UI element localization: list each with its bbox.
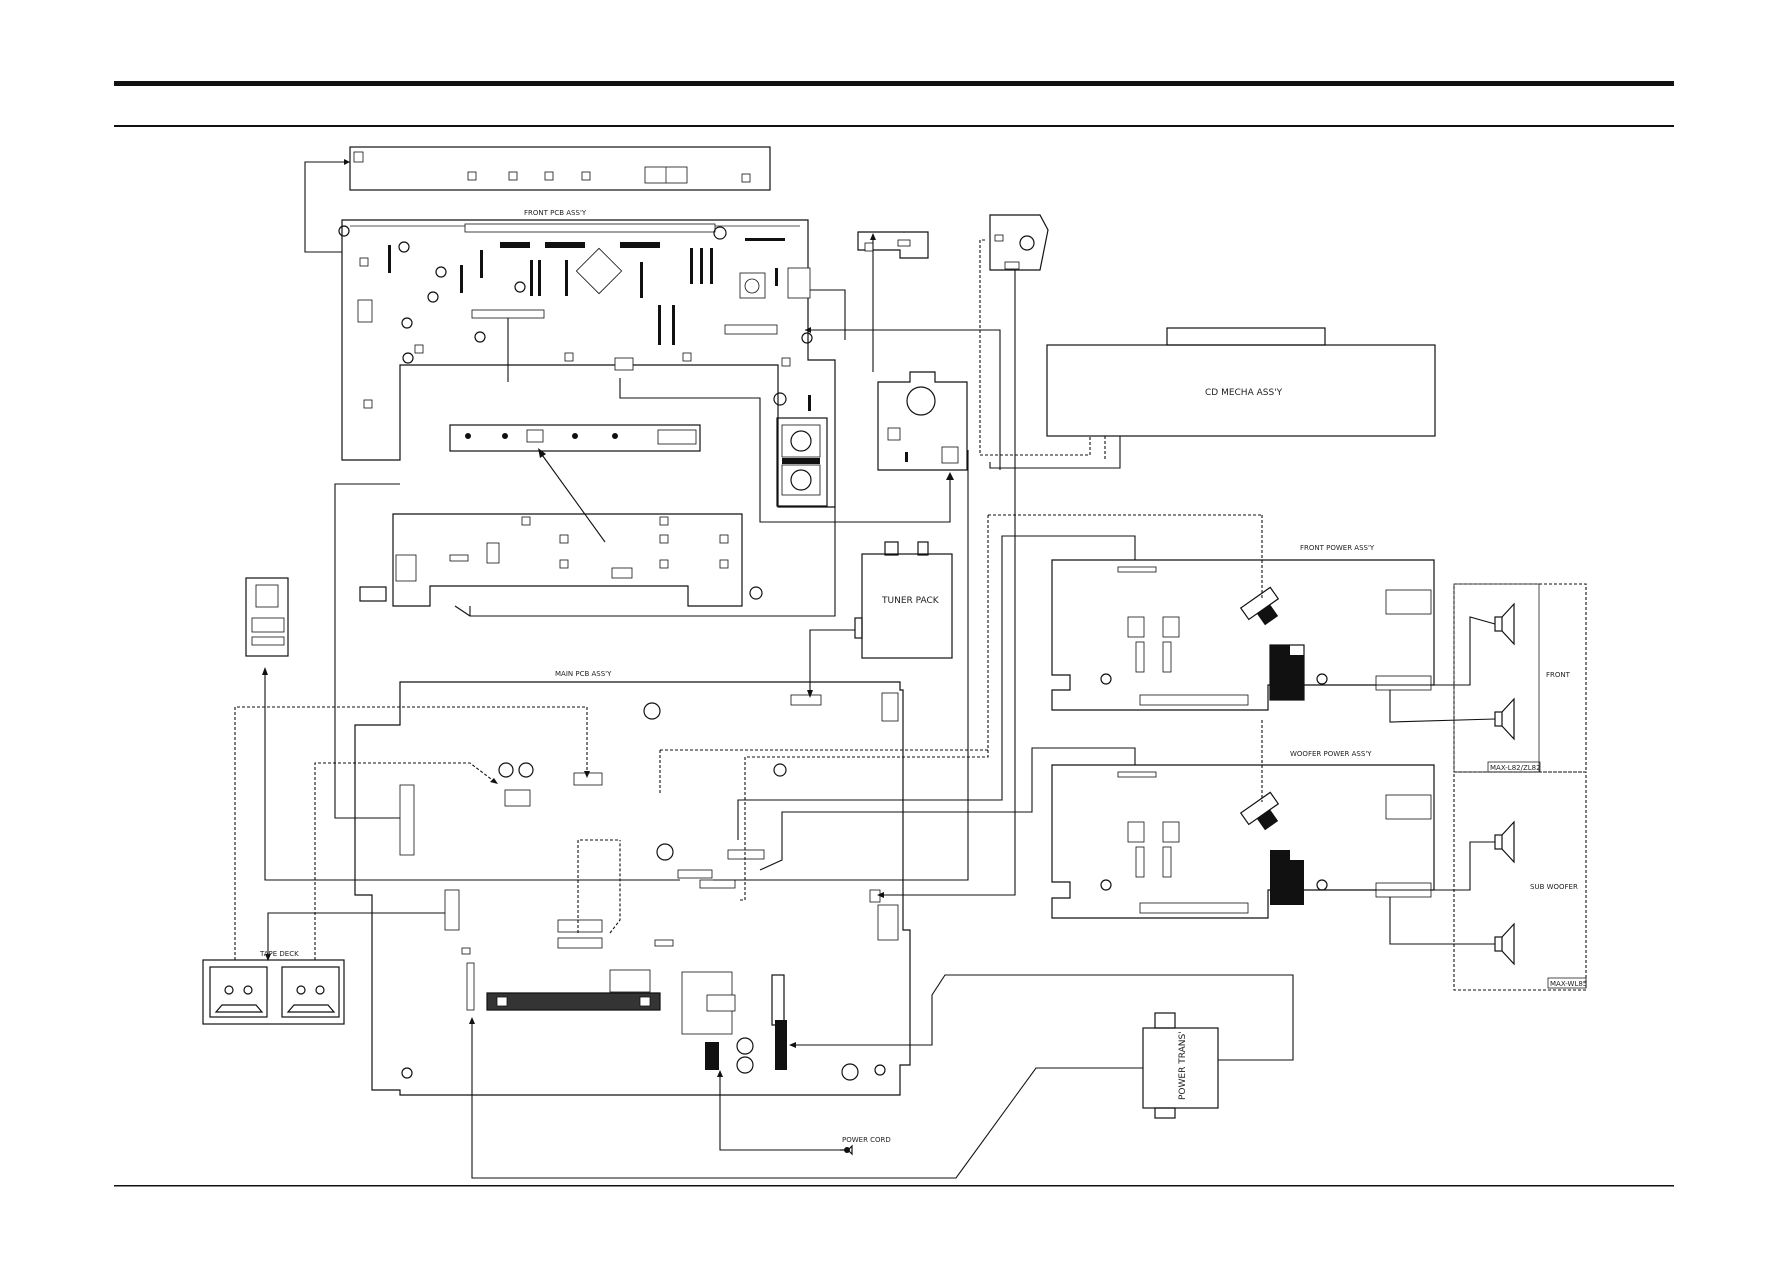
- front-power-label: FRONT POWER ASS'Y: [1300, 544, 1375, 552]
- speaker-icon: [1494, 602, 1515, 646]
- key-board: [449, 424, 701, 452]
- spindle-board: [877, 371, 968, 471]
- speaker-icons: [1494, 602, 1515, 966]
- main-pcb-label: MAIN PCB ASS'Y: [555, 670, 612, 678]
- cd-mecha: CD MECHA ASS'Y: [1046, 327, 1436, 437]
- speaker-icon: [1494, 820, 1515, 864]
- footer-rule: [114, 1185, 1674, 1187]
- speaker-icon: [1494, 697, 1515, 741]
- woofer-power-label: WOOFER POWER ASS'Y: [1290, 750, 1372, 758]
- wiring-harness: [234, 159, 1496, 1179]
- power-transformer: POWER TRANS': [1142, 1012, 1219, 1119]
- display-board: [349, 146, 771, 191]
- power-cord-label: POWER CORD: [842, 1136, 891, 1144]
- small-board-a: [857, 231, 929, 259]
- speaker-front-box: FRONT MAX-L82/ZL82: [1453, 583, 1587, 773]
- left-small-board: [245, 577, 289, 657]
- front-pcb-components: [338, 225, 813, 411]
- front-pcb-switch-block: [776, 417, 828, 507]
- header-thick-rule: [114, 81, 1674, 86]
- tuner-pack-label: TUNER PACK: [881, 596, 940, 606]
- woofer-power-assy: WOOFER POWER ASS'Y: [1051, 750, 1435, 919]
- front-power-assy: FRONT POWER ASS'Y: [1051, 544, 1435, 711]
- header-thin-rule: [114, 125, 1674, 127]
- speaker-woofer-box: SUB WOOFER MAX-WL85: [1453, 771, 1587, 991]
- speaker-icon: [1494, 922, 1515, 966]
- front-speaker-label: FRONT: [1546, 671, 1571, 679]
- tuner-pack: TUNER PACK: [854, 541, 953, 659]
- power-cord: POWER CORD: [840, 1136, 891, 1156]
- model-front-label: MAX-L82/ZL82: [1490, 764, 1541, 772]
- power-trans-label: POWER TRANS': [1178, 1031, 1188, 1100]
- small-board-b: [989, 214, 1049, 271]
- sub-woofer-label: SUB WOOFER: [1530, 883, 1578, 891]
- cd-mecha-label: CD MECHA ASS'Y: [1205, 388, 1283, 398]
- main-pcb: MAIN PCB ASS'Y: [354, 670, 911, 1096]
- tape-deck: TAPE DECK: [202, 950, 345, 1025]
- front-pcb-label: FRONT PCB ASS'Y: [524, 209, 587, 217]
- sub-board: [359, 513, 763, 607]
- model-woofer-label: MAX-WL85: [1550, 980, 1587, 988]
- front-pcb: FRONT PCB ASS'Y: [338, 209, 836, 508]
- tape-deck-label: TAPE DECK: [259, 950, 299, 958]
